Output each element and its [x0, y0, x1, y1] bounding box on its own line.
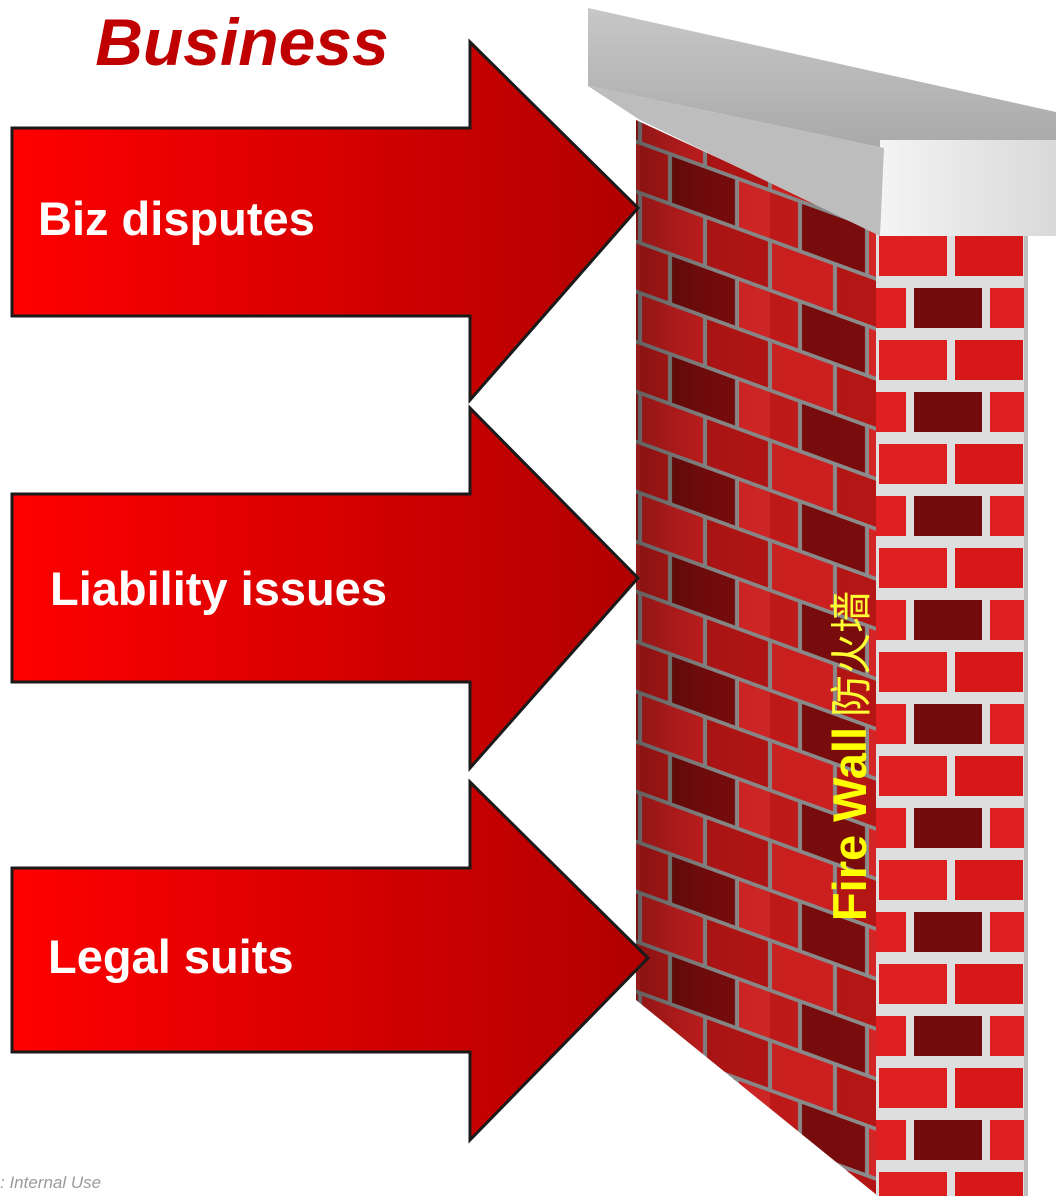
footer-note: : Internal Use: [0, 1173, 102, 1192]
fire-wall-graphic: [588, 8, 1056, 1196]
arrow-label-liability-issues: Liability issues: [50, 562, 387, 615]
arrow-label-legal-suits: Legal suits: [48, 930, 294, 983]
slide-title: Business: [95, 5, 389, 79]
arrow-legal-suits: [10, 778, 651, 1144]
arrow-biz-disputes: [10, 38, 641, 404]
wall-cap: [588, 8, 1056, 236]
wall-pillar-face: [876, 232, 1026, 1196]
fire-wall-label-en: Fire Wall: [823, 726, 876, 922]
fire-wall-label-cn: 防火墙: [827, 590, 876, 717]
arrow-liability-issues: [10, 404, 641, 772]
arrow-label-biz-disputes: Biz disputes: [38, 192, 315, 245]
